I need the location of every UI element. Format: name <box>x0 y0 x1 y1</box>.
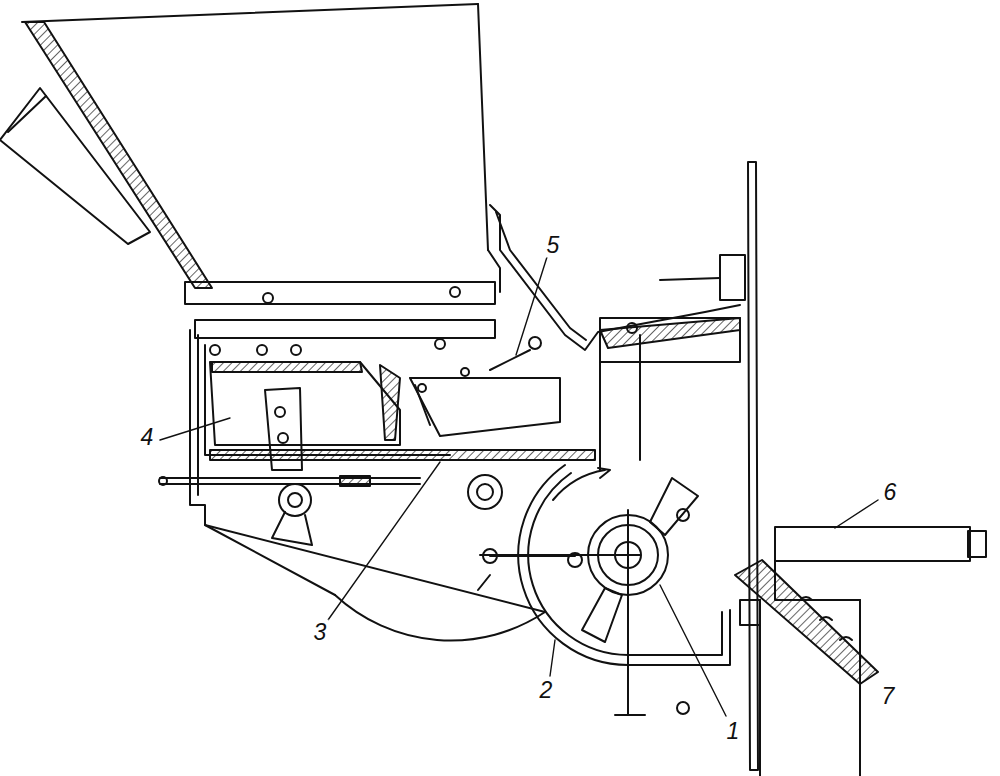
housing-part <box>205 345 450 455</box>
lever-block-part <box>418 384 426 392</box>
bolts-part <box>257 345 267 355</box>
disk-casing-part <box>518 465 730 665</box>
frame-plate-part <box>759 600 761 776</box>
hopper <box>0 4 740 350</box>
disk-casing-part <box>598 468 610 478</box>
housing-part <box>335 595 545 641</box>
frame-plate-part <box>775 527 970 561</box>
callout-number: 4 <box>139 425 156 450</box>
housing-part <box>197 335 199 495</box>
lever-block-part <box>410 378 560 436</box>
hopper-part <box>0 88 150 244</box>
housing-part <box>639 335 641 460</box>
leader-lines-part <box>516 257 547 355</box>
seed-chute-part <box>800 597 852 640</box>
bolts-part <box>291 345 301 355</box>
frame-plate <box>748 162 986 776</box>
slide-plate-part <box>160 477 420 479</box>
bolts-part <box>210 345 220 355</box>
bolts-part <box>627 323 637 333</box>
slide-plate-part <box>340 476 370 486</box>
disk-casing-part <box>627 660 629 715</box>
disk-casing-part <box>627 510 629 660</box>
housing-part <box>600 318 740 348</box>
lever-block-part <box>461 368 469 376</box>
bolts-part <box>677 702 689 714</box>
hopper-part <box>478 4 488 250</box>
hopper-part <box>25 22 212 288</box>
hopper-part <box>490 205 740 350</box>
frame-plate-part <box>748 162 758 770</box>
seed-chute-part <box>740 600 760 625</box>
leader-lines-part <box>160 418 230 440</box>
leader-lines-part <box>550 640 555 676</box>
slide-plate-part <box>288 493 302 507</box>
bolts-part <box>468 475 502 509</box>
frame-plate-part <box>859 600 861 776</box>
slide-plate-part <box>159 477 167 485</box>
slide-plate-part <box>278 433 288 443</box>
bolts-part <box>478 575 490 590</box>
slide-plate-part <box>272 512 312 545</box>
hopper-part <box>185 282 495 304</box>
hopper-part <box>22 4 478 22</box>
bolts <box>210 287 689 714</box>
housing-part <box>195 320 495 338</box>
callout-number: 2 <box>538 678 555 703</box>
disk-casing-part <box>528 473 722 655</box>
disk-casing-part <box>582 588 622 642</box>
callout-number: 3 <box>312 620 329 645</box>
bolts-part <box>477 484 493 500</box>
leader-lines-part <box>835 500 878 528</box>
lever-block-part <box>529 337 541 349</box>
slide-plate-part <box>265 388 302 470</box>
bolts-part <box>263 293 273 303</box>
callout-number: 1 <box>725 719 742 744</box>
hopper-part <box>488 250 500 292</box>
housing-part <box>380 365 400 440</box>
hopper-part <box>8 96 46 132</box>
housing-part <box>720 255 745 300</box>
callout-number: 5 <box>545 233 562 258</box>
lever-block-part <box>490 350 530 370</box>
leader-lines-part <box>660 585 726 716</box>
bolts-part <box>435 339 445 349</box>
lever-block-part <box>415 385 430 425</box>
callout-number: 6 <box>882 480 899 505</box>
disk-casing <box>480 465 730 715</box>
frame-plate-part <box>968 531 986 557</box>
slide-plate-part <box>210 450 595 460</box>
callout-number: 7 <box>880 684 897 709</box>
housing-part <box>660 278 720 280</box>
disk-casing-part <box>480 554 640 556</box>
slide-plate <box>159 388 595 545</box>
leader-lines-part <box>328 462 440 620</box>
slide-plate-part <box>275 407 285 417</box>
seed-chute-part <box>735 560 878 684</box>
lever-block <box>410 337 560 436</box>
disk-casing-part <box>650 478 698 535</box>
housing-part <box>600 318 740 362</box>
housing-part <box>210 362 400 445</box>
bolts-part <box>450 287 460 297</box>
leader-lines <box>160 257 878 716</box>
disk-casing-part <box>615 714 645 716</box>
housing-part <box>205 525 545 612</box>
seed-chute <box>735 560 878 684</box>
housing <box>190 255 745 641</box>
slide-plate-part <box>279 484 311 516</box>
disk-casing-part <box>553 470 605 500</box>
housing-part <box>212 362 362 372</box>
